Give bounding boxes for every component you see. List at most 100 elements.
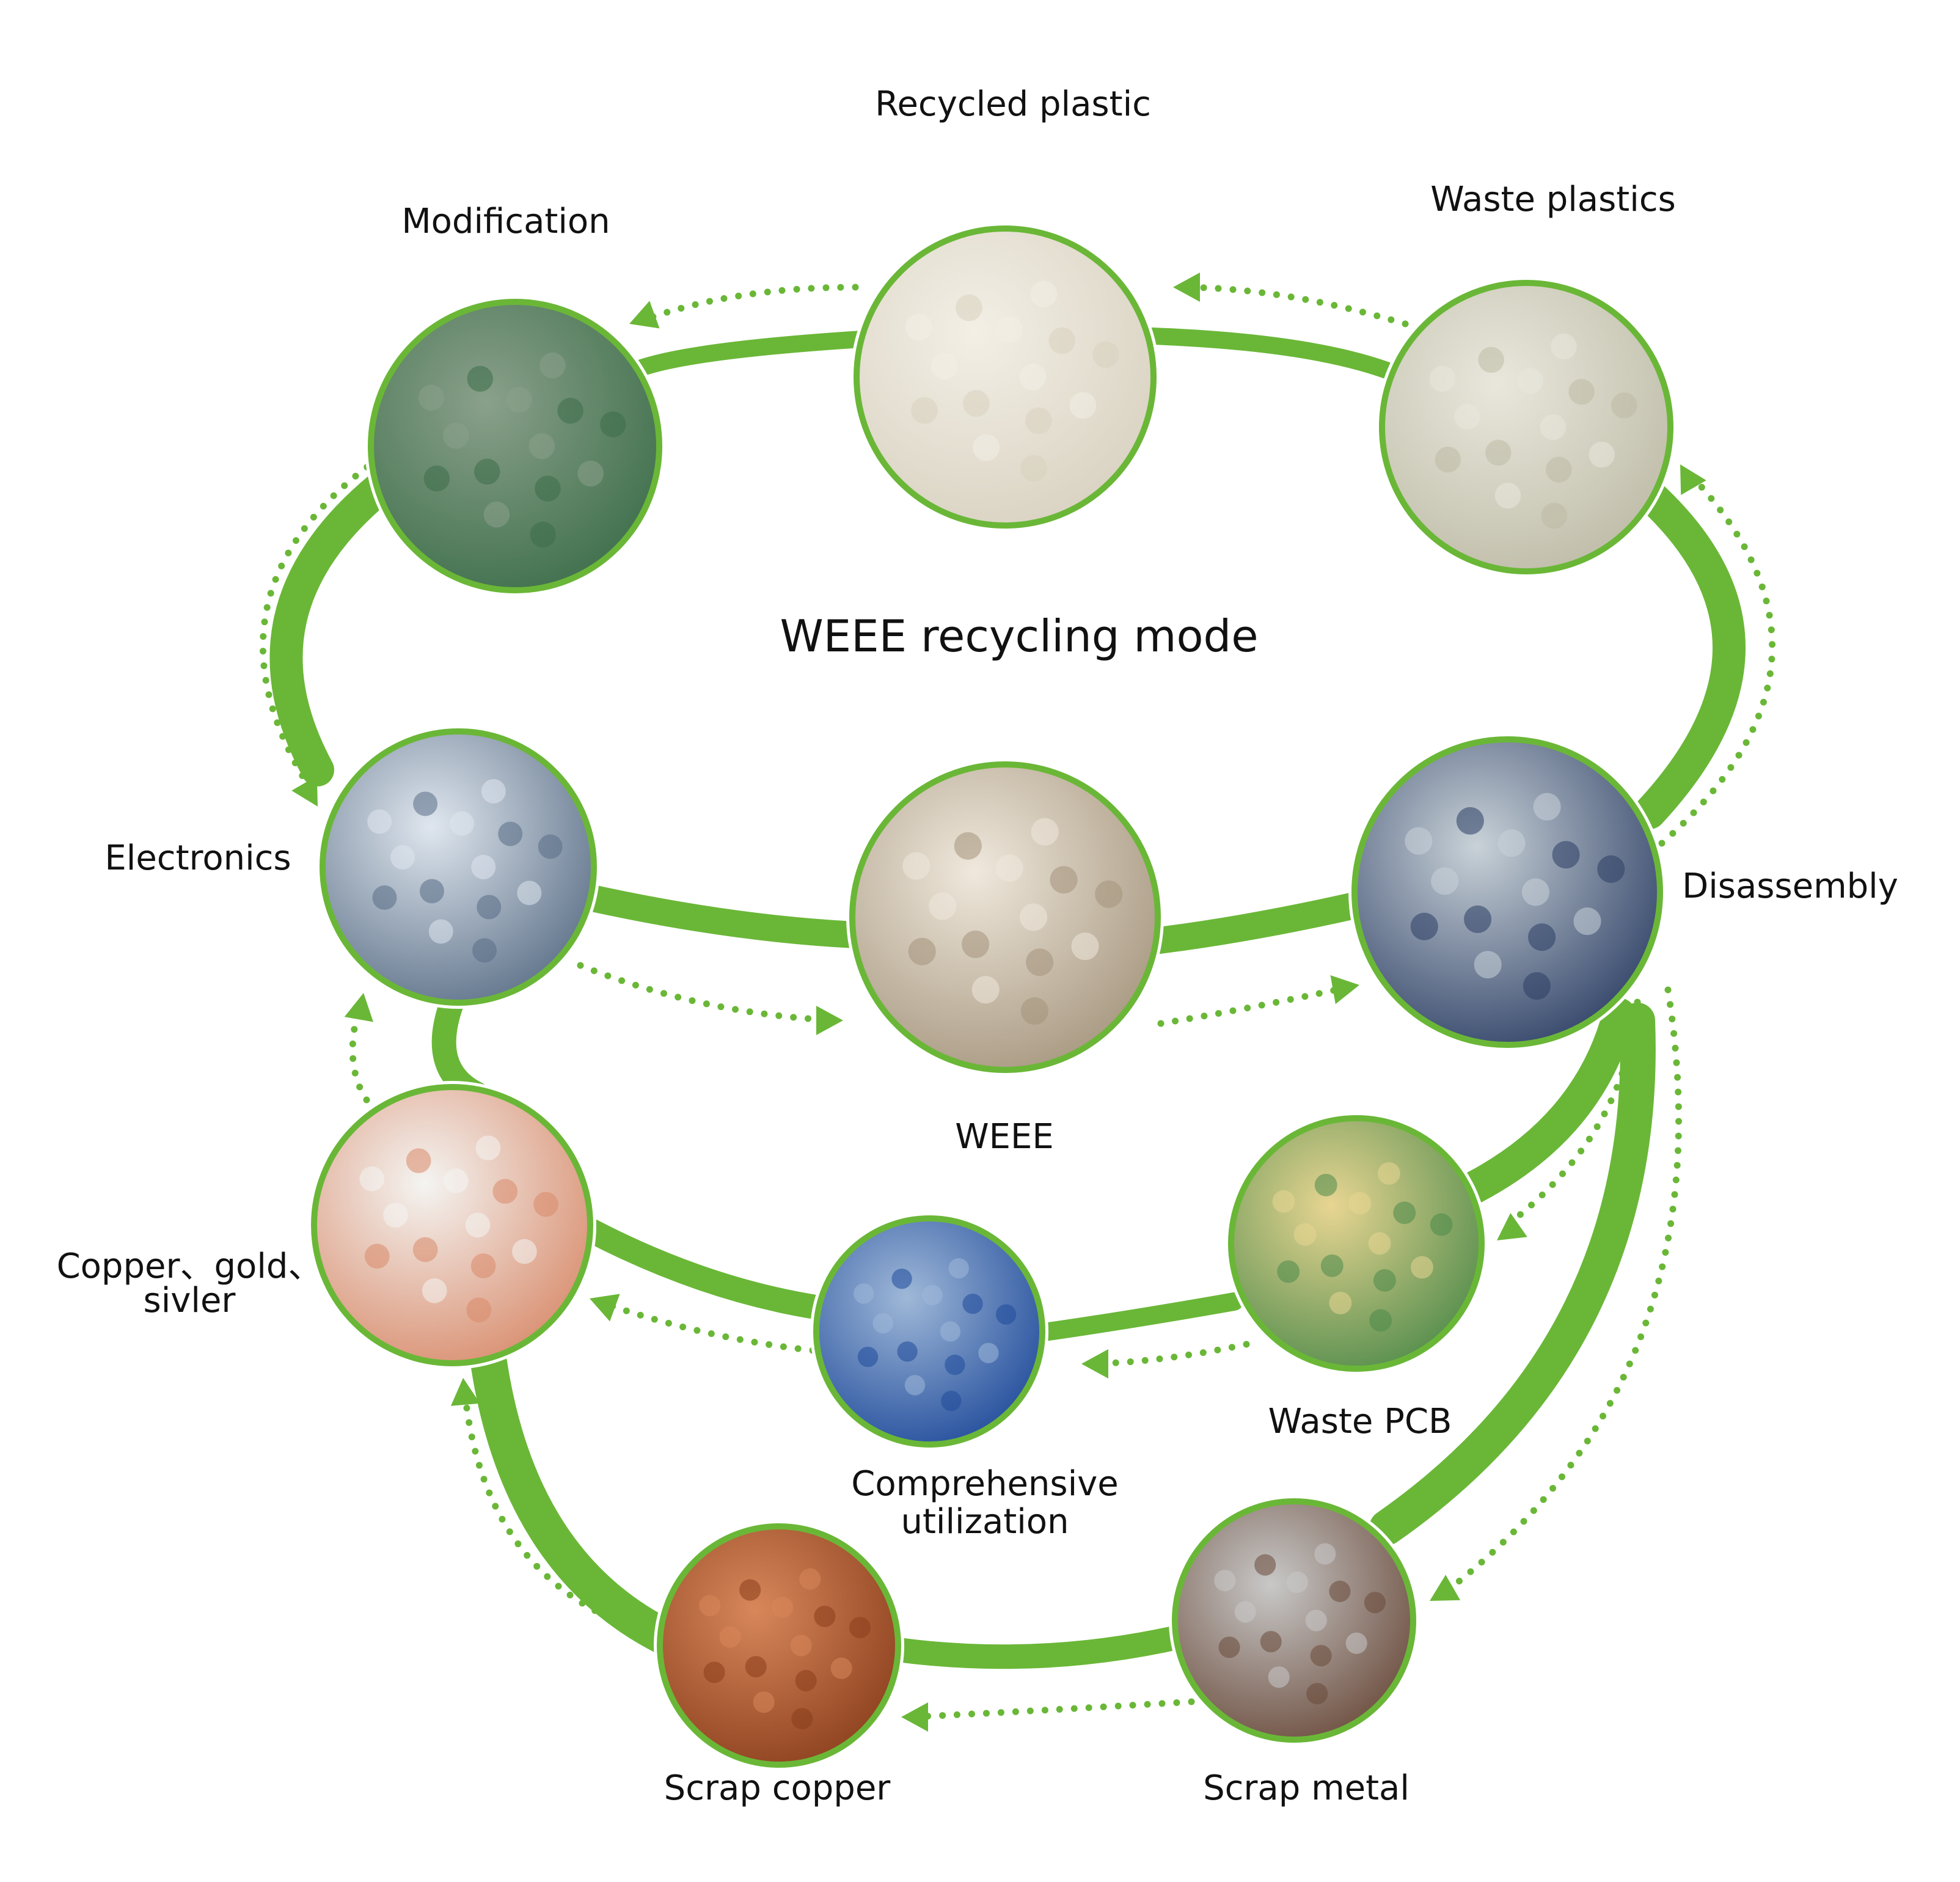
arrow-comp-to-copper <box>590 1294 816 1354</box>
texture-mark <box>577 460 604 487</box>
texture-mark <box>1345 1632 1367 1654</box>
node-image <box>311 1084 593 1366</box>
texture-mark <box>956 294 982 321</box>
texture-mark <box>1306 1683 1328 1705</box>
node-weee <box>846 758 1164 1076</box>
texture-mark <box>963 390 990 417</box>
texture-mark <box>995 316 1023 343</box>
texture-mark <box>422 1278 447 1303</box>
texture-mark <box>470 1253 496 1279</box>
texture-mark <box>1494 482 1521 509</box>
texture-mark <box>465 1212 491 1238</box>
texture-mark <box>799 1568 821 1590</box>
arrow-pcb-to-comp <box>1081 1341 1250 1379</box>
texture-mark <box>443 422 469 449</box>
texture-mark <box>902 852 931 880</box>
texture-mark <box>467 365 493 392</box>
texture-mark <box>1314 1173 1337 1196</box>
texture-mark <box>471 855 496 879</box>
texture-mark <box>995 854 1023 882</box>
texture-mark <box>1435 446 1461 473</box>
node-scrap-metal <box>1169 1495 1419 1746</box>
node-image <box>854 225 1157 529</box>
flow-bands <box>269 328 1746 1669</box>
texture-mark <box>1214 1570 1236 1592</box>
texture-mark <box>530 521 556 548</box>
texture-mark <box>1092 341 1119 368</box>
texture-mark <box>905 313 932 341</box>
node-comprehensive-utilization <box>810 1212 1048 1451</box>
texture-mark <box>790 1635 812 1657</box>
texture-mark <box>372 885 397 910</box>
texture-mark <box>940 1321 961 1342</box>
texture-mark <box>1268 1666 1290 1688</box>
arrowhead-icon <box>1330 975 1359 1005</box>
dotted-line <box>1157 983 1354 1027</box>
texture-mark <box>450 811 475 836</box>
texture-mark <box>1431 867 1459 895</box>
node-disassembly <box>1348 733 1666 1051</box>
node-recycled-plastic <box>850 222 1160 532</box>
arrow-copper-to-elec <box>344 993 373 1104</box>
texture-mark <box>745 1656 767 1678</box>
texture-mark <box>1320 1254 1344 1277</box>
texture-mark <box>517 881 542 906</box>
texture-mark <box>1026 948 1054 976</box>
texture-mark <box>941 1390 962 1412</box>
texture-mark <box>1254 1554 1276 1576</box>
texture-mark <box>472 938 497 963</box>
texture-mark <box>1329 1291 1352 1314</box>
texture-mark <box>1474 951 1502 979</box>
texture-mark <box>1314 1543 1336 1565</box>
texture-mark <box>1521 878 1549 906</box>
texture-mark <box>1025 407 1052 434</box>
label-line: Copper、gold、 <box>56 1247 323 1286</box>
arrow-metal-to-scrapcopper <box>901 1698 1195 1732</box>
label-line: utilization <box>901 1502 1069 1542</box>
process-nodes <box>308 222 1677 1771</box>
arrow-dis-to-waste <box>1658 464 1775 847</box>
texture-mark <box>948 1258 969 1279</box>
texture-mark <box>423 465 450 492</box>
texture-mark <box>364 1243 390 1269</box>
arrowhead-icon <box>1680 464 1706 496</box>
texture-mark <box>474 458 500 485</box>
band-mid-right <box>1141 891 1373 954</box>
texture-mark <box>475 1135 501 1161</box>
texture-mark <box>539 352 566 379</box>
dotted-line <box>638 284 859 324</box>
texture-mark <box>1405 827 1433 855</box>
texture-mark <box>1540 414 1567 441</box>
texture-mark <box>945 1354 965 1375</box>
texture-mark <box>872 1313 893 1334</box>
texture-mark <box>1310 1644 1332 1667</box>
arrow-dis-to-pcb <box>1497 998 1641 1240</box>
texture-mark <box>492 1179 518 1204</box>
label-weee: WEEE <box>955 1117 1054 1157</box>
texture-mark <box>1568 379 1595 405</box>
texture-mark <box>971 976 1000 1004</box>
label-waste-plastics: Waste plastics <box>1430 180 1676 219</box>
arrowhead-icon <box>901 1702 928 1732</box>
texture-mark <box>1410 1256 1433 1279</box>
texture-mark <box>739 1579 761 1601</box>
texture-mark <box>1293 1223 1317 1246</box>
texture-mark <box>1218 1636 1240 1658</box>
flow-arrows <box>259 273 1775 1732</box>
label-disassembly: Disassembly <box>1682 866 1898 906</box>
arrowhead-icon <box>344 993 373 1022</box>
texture-mark <box>1234 1601 1256 1623</box>
texture-mark <box>795 1669 817 1692</box>
texture-mark <box>703 1661 725 1683</box>
node-waste-pcb <box>1225 1112 1488 1375</box>
texture-mark <box>1485 439 1512 466</box>
texture-mark <box>1019 364 1047 390</box>
texture-mark <box>853 1283 874 1304</box>
texture-mark <box>1050 866 1078 894</box>
texture-mark <box>1048 327 1076 354</box>
texture-mark <box>897 1341 918 1362</box>
texture-mark <box>413 791 438 816</box>
texture-mark <box>1497 829 1526 857</box>
texture-mark <box>771 1596 794 1619</box>
